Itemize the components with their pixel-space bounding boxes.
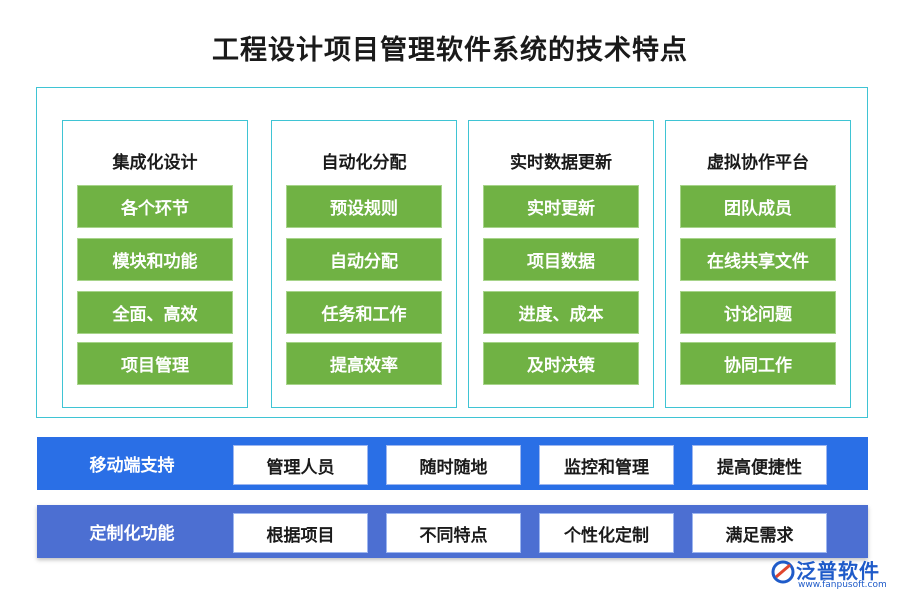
feature-item: 各个环节 — [77, 185, 233, 228]
band-item: 不同特点 — [386, 513, 521, 553]
column-title: 集成化设计 — [112, 153, 198, 173]
customization-band: 定制化功能 根据项目 不同特点 个性化定制 满足需求 — [37, 505, 868, 558]
fanpu-logo-icon — [771, 560, 795, 584]
mobile-support-band: 移动端支持 管理人员 随时随地 监控和管理 提高便捷性 — [37, 437, 868, 490]
column-title: 自动化分配 — [321, 153, 407, 173]
feature-column-automated-allocation: 自动化分配 预设规则 自动分配 任务和工作 提高效率 — [271, 120, 457, 408]
band-item: 管理人员 — [233, 445, 368, 485]
feature-item: 实时更新 — [483, 185, 639, 228]
band-label: 移动端支持 — [89, 456, 175, 476]
fanpu-logo: 泛普软件 www.fanpusoft.com — [770, 553, 895, 593]
band-label: 定制化功能 — [89, 524, 175, 544]
column-title: 实时数据更新 — [510, 153, 612, 173]
feature-item: 模块和功能 — [77, 238, 233, 281]
feature-column-virtual-collaboration: 虚拟协作平台 团队成员 在线共享文件 讨论问题 协同工作 — [665, 120, 851, 408]
feature-item: 全面、高效 — [77, 291, 233, 334]
features-frame — [36, 87, 868, 418]
page-title: 工程设计项目管理软件系统的技术特点 — [212, 35, 688, 66]
feature-item: 项目数据 — [483, 238, 639, 281]
feature-item: 项目管理 — [77, 342, 233, 385]
band-item: 满足需求 — [692, 513, 827, 553]
feature-column-integrated-design: 集成化设计 各个环节 模块和功能 全面、高效 项目管理 — [62, 120, 248, 408]
column-title: 虚拟协作平台 — [707, 153, 809, 173]
feature-column-realtime-data: 实时数据更新 实时更新 项目数据 进度、成本 及时决策 — [468, 120, 654, 408]
feature-item: 预设规则 — [286, 185, 442, 228]
feature-item: 协同工作 — [680, 342, 836, 385]
feature-item: 及时决策 — [483, 342, 639, 385]
logo-name: 泛普软件 — [796, 559, 880, 583]
band-item: 提高便捷性 — [692, 445, 827, 485]
feature-item: 讨论问题 — [680, 291, 836, 334]
band-item: 根据项目 — [233, 513, 368, 553]
feature-item: 进度、成本 — [483, 291, 639, 334]
logo-url: www.fanpusoft.com — [798, 580, 887, 590]
feature-item: 任务和工作 — [286, 291, 442, 334]
band-item: 监控和管理 — [539, 445, 674, 485]
band-item: 随时随地 — [386, 445, 521, 485]
feature-item: 在线共享文件 — [680, 238, 836, 281]
band-item: 个性化定制 — [539, 513, 674, 553]
feature-item: 自动分配 — [286, 238, 442, 281]
feature-item: 提高效率 — [286, 342, 442, 385]
feature-item: 团队成员 — [680, 185, 836, 228]
